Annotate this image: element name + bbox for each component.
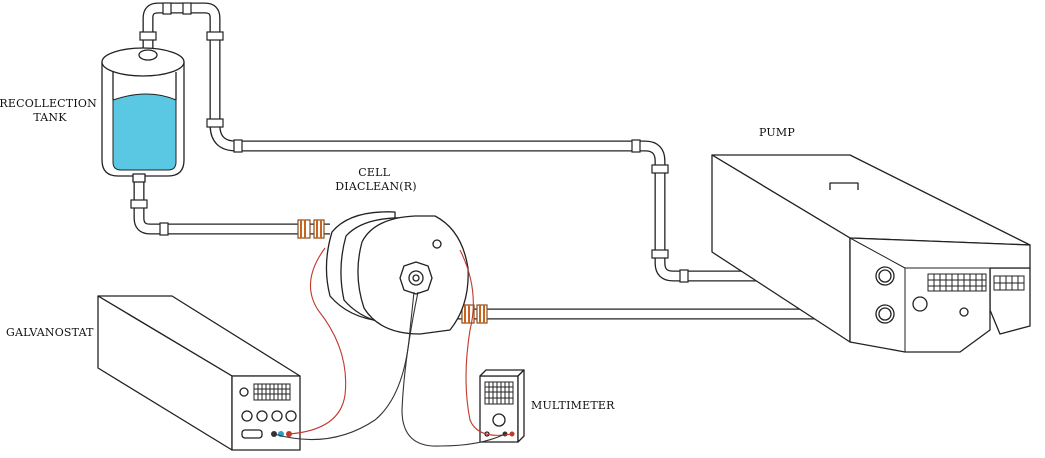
coupling: [159, 222, 169, 236]
galvanostat-knob: [256, 410, 268, 422]
pump-button: [959, 307, 969, 317]
pump-handle: [829, 182, 859, 190]
galvanostat-slot: [241, 429, 263, 439]
red-coupling: [313, 219, 325, 239]
label-cell: CELL DIACLEAN(R): [335, 166, 417, 193]
cell-bolt: [432, 239, 442, 249]
pipe-tank-to-pump-inner: [143, 3, 860, 281]
multimeter-dial: [492, 413, 506, 427]
multimeter: [479, 369, 525, 443]
label-recollection-tank: RECOLLECTION TANK: [0, 97, 101, 124]
tank-top: [101, 47, 185, 77]
recollection-tank: [101, 47, 185, 183]
pipe-tank-to-cell-inner: [134, 178, 330, 234]
coupling: [130, 199, 148, 209]
pump-front-vent: [927, 273, 987, 292]
galvanostat-knob: [271, 410, 283, 422]
wire-red-galvanostat-cell: [288, 247, 347, 435]
label-pump: PUMP: [759, 126, 795, 139]
tank-neck: [138, 49, 158, 61]
coupling: [206, 118, 224, 128]
tank-liquid: [112, 93, 177, 171]
galvanostat-display: [253, 383, 291, 401]
coupling: [651, 249, 669, 259]
red-coupling: [476, 304, 488, 324]
label-multimeter: MULTIMETER: [531, 399, 615, 412]
coupling: [206, 31, 224, 41]
pump-knob: [912, 296, 928, 312]
coupling: [233, 139, 243, 153]
wires: [273, 247, 513, 447]
galvanostat: [97, 295, 301, 451]
wire-red-cell-multimeter: [459, 249, 513, 436]
galvanostat-knob: [241, 410, 253, 422]
tank-outlet-stub: [132, 173, 146, 183]
pump-front-box: [849, 237, 1031, 353]
coupling: [139, 31, 157, 41]
pipe-network: [133, 2, 878, 322]
diaclean-cell: [325, 211, 469, 335]
label-galvanostat: GALVANOSTAT: [6, 326, 94, 339]
pipe-couplings: [130, 2, 689, 283]
labels: RECOLLECTION TANK CELL DIACLEAN(R) PUMP …: [0, 97, 795, 412]
coupling: [651, 164, 669, 174]
coupling: [679, 269, 689, 283]
coupling: [631, 139, 641, 153]
galvanostat-knob: [239, 387, 249, 397]
coupling: [182, 2, 192, 15]
pump: [711, 154, 1031, 353]
wire-black-cell-multimeter: [401, 291, 506, 447]
coupling: [162, 2, 172, 15]
galvanostat-knob: [285, 410, 297, 422]
